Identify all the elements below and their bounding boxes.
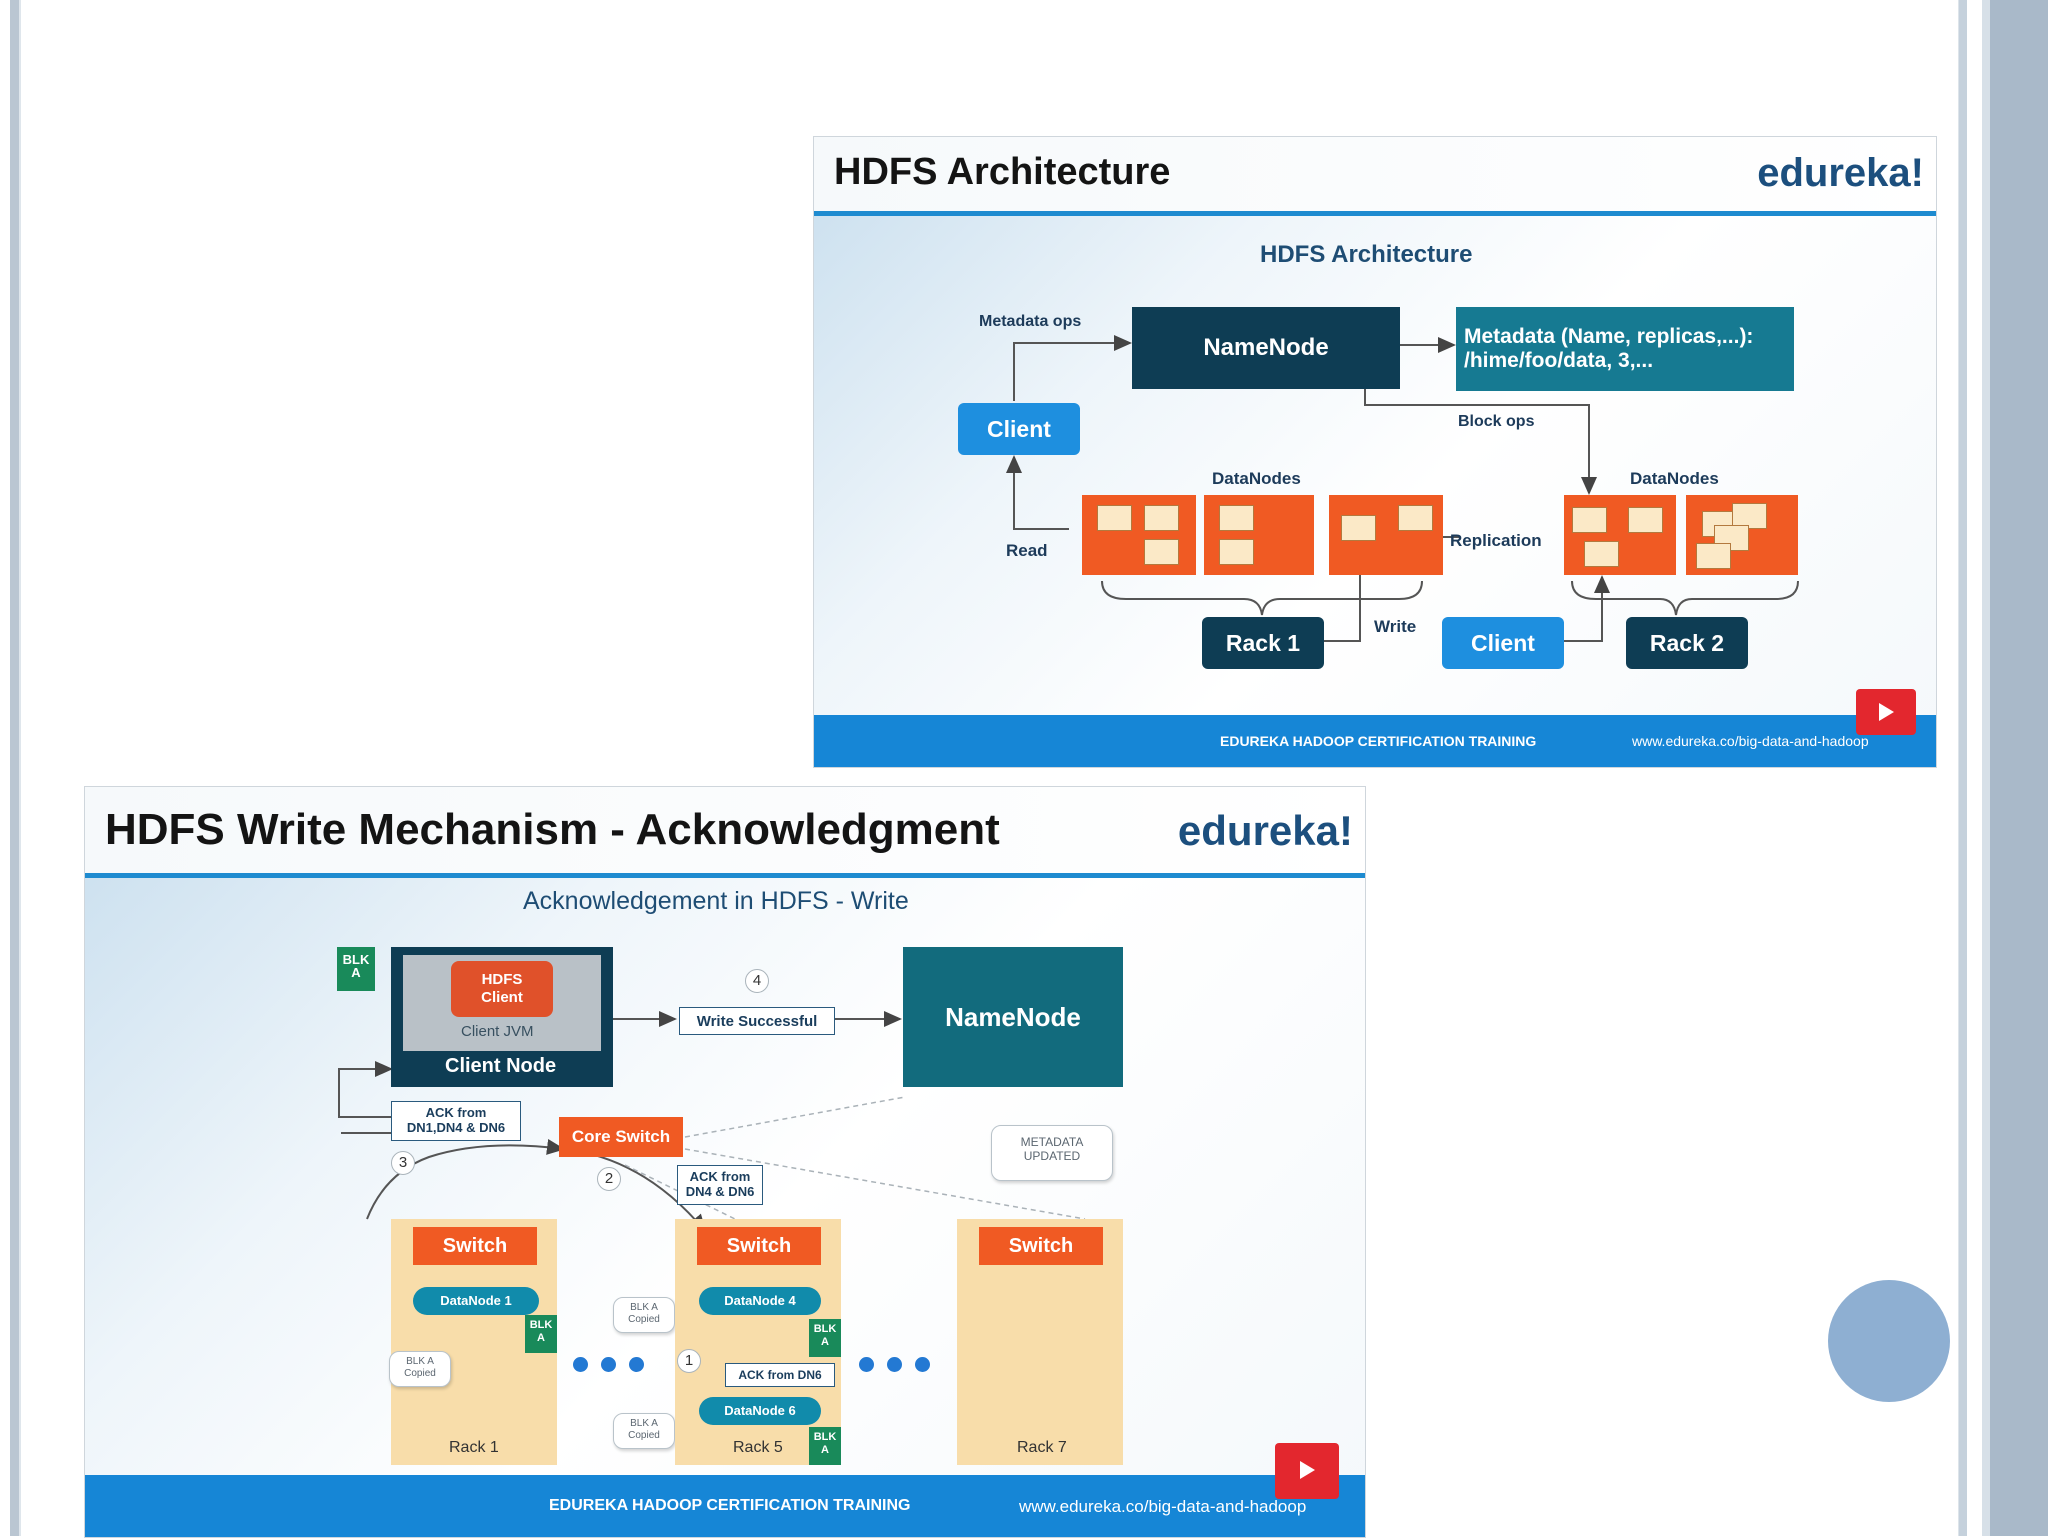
datanode6: DataNode 6 bbox=[699, 1397, 821, 1425]
client-read-box: Client bbox=[958, 403, 1080, 455]
blk-a-badge: BLK A bbox=[809, 1319, 841, 1357]
slide-frame-left bbox=[10, 0, 21, 1536]
blk-a-badge: BLK A bbox=[337, 947, 375, 991]
rack7-label: Rack 7 bbox=[1017, 1439, 1067, 1456]
ellipsis-dot bbox=[915, 1357, 930, 1372]
datanode4: DataNode 4 bbox=[699, 1287, 821, 1315]
block-square bbox=[1572, 507, 1607, 533]
subscribe-button[interactable] bbox=[1856, 689, 1916, 735]
diagram-title: HDFS Architecture bbox=[1260, 241, 1473, 268]
write-successful-box: Write Successful bbox=[679, 1007, 835, 1035]
slide-title: HDFS Architecture bbox=[834, 151, 1171, 193]
blk-a-copied-note: BLK A Copied bbox=[613, 1297, 675, 1333]
slide-footer: EDUREKA HADOOP CERTIFICATION TRAINING ww… bbox=[814, 715, 1936, 767]
block-square bbox=[1584, 541, 1619, 567]
rack5-switch: Switch bbox=[697, 1227, 821, 1265]
namenode-box: NameNode bbox=[903, 947, 1123, 1087]
block-ops-label: Block ops bbox=[1458, 413, 1535, 430]
core-switch-box: Core Switch bbox=[559, 1117, 683, 1157]
client-write-box: Client bbox=[1442, 617, 1564, 669]
metadata-box: Metadata (Name, replicas,...): /hime/foo… bbox=[1456, 307, 1794, 391]
footer-course-title: EDUREKA HADOOP CERTIFICATION TRAINING bbox=[1220, 733, 1537, 749]
slide-title: HDFS Write Mechanism - Acknowledgment bbox=[105, 805, 1000, 854]
block-square bbox=[1219, 539, 1254, 565]
decorative-circle bbox=[1828, 1280, 1950, 1402]
datanodes-right-label: DataNodes bbox=[1630, 469, 1719, 488]
blk-a-badge: BLK A bbox=[809, 1427, 841, 1465]
block-square bbox=[1144, 505, 1179, 531]
ack-all-box: ACK from DN1,DN4 & DN6 bbox=[391, 1101, 521, 1141]
block-square bbox=[1696, 543, 1731, 569]
ellipsis-dot bbox=[887, 1357, 902, 1372]
play-icon bbox=[1300, 1461, 1315, 1479]
metadata-updated-note: METADATA UPDATED bbox=[991, 1125, 1113, 1181]
slide-header: HDFS Write Mechanism - Acknowledgment ed… bbox=[85, 787, 1365, 878]
slide-header: HDFS Architecture edureka! bbox=[814, 137, 1936, 216]
replication-label: Replication bbox=[1450, 531, 1542, 550]
client-node-label: Client Node bbox=[445, 1055, 557, 1077]
play-icon bbox=[1879, 703, 1894, 721]
metadata-ops-label: Metadata ops bbox=[979, 313, 1082, 330]
hdfs-client-box: HDFS Client bbox=[451, 961, 553, 1017]
blk-a-badge: BLK A bbox=[525, 1315, 557, 1353]
rack1-label: Rack 1 bbox=[449, 1439, 499, 1456]
write-label: Write bbox=[1374, 617, 1417, 636]
edureka-logo: edureka! bbox=[1757, 151, 1924, 195]
footer-course-title: EDUREKA HADOOP CERTIFICATION TRAINING bbox=[549, 1497, 911, 1514]
rack1-box: Rack 1 bbox=[1202, 617, 1324, 669]
step-1-marker: 1 bbox=[677, 1349, 701, 1373]
hdfs-write-ack-slide: HDFS Write Mechanism - Acknowledgment ed… bbox=[84, 786, 1366, 1538]
ellipsis-dot bbox=[629, 1357, 644, 1372]
ack-dn4-dn6-box: ACK from DN4 & DN6 bbox=[677, 1165, 763, 1205]
block-square bbox=[1732, 503, 1767, 529]
blk-a-copied-note: BLK A Copied bbox=[389, 1351, 451, 1387]
client-jvm-label: Client JVM bbox=[461, 1023, 534, 1040]
slide-frame-right-inner bbox=[1958, 0, 1967, 1536]
datanode1: DataNode 1 bbox=[413, 1287, 539, 1315]
slide-footer: EDUREKA HADOOP CERTIFICATION TRAINING ww… bbox=[85, 1475, 1365, 1537]
blk-a-copied-note: BLK A Copied bbox=[613, 1413, 675, 1449]
ellipsis-dot bbox=[573, 1357, 588, 1372]
ack-dn6-box: ACK from DN6 bbox=[725, 1363, 835, 1387]
ellipsis-dot bbox=[601, 1357, 616, 1372]
rack5-label: Rack 5 bbox=[733, 1439, 783, 1456]
edureka-logo: edureka! bbox=[1177, 807, 1353, 854]
datanodes-left-label: DataNodes bbox=[1212, 469, 1301, 488]
diagram-title: Acknowledgement in HDFS - Write bbox=[523, 887, 909, 915]
ellipsis-dot bbox=[859, 1357, 874, 1372]
footer-url: www.edureka.co/big-data-and-hadoop bbox=[1019, 1497, 1307, 1516]
hdfs-architecture-slide: HDFS Architecture edureka! HDFS Architec… bbox=[813, 136, 1937, 768]
namenode-box: NameNode bbox=[1132, 307, 1400, 389]
block-square bbox=[1398, 505, 1433, 531]
slide-frame-right bbox=[1982, 0, 2048, 1536]
rack2-box: Rack 2 bbox=[1626, 617, 1748, 669]
rack1-switch: Switch bbox=[413, 1227, 537, 1265]
footer-url: www.edureka.co/big-data-and-hadoop bbox=[1632, 733, 1869, 749]
rack7-switch: Switch bbox=[979, 1227, 1103, 1265]
block-square bbox=[1097, 505, 1132, 531]
step-4-marker: 4 bbox=[745, 969, 769, 993]
block-square bbox=[1341, 515, 1376, 541]
block-square bbox=[1144, 539, 1179, 565]
step-3-marker: 3 bbox=[391, 1151, 415, 1175]
read-label: Read bbox=[1006, 541, 1048, 560]
block-square bbox=[1219, 505, 1254, 531]
subscribe-button[interactable] bbox=[1275, 1443, 1339, 1499]
step-2-marker: 2 bbox=[597, 1167, 621, 1191]
block-square bbox=[1628, 507, 1663, 533]
